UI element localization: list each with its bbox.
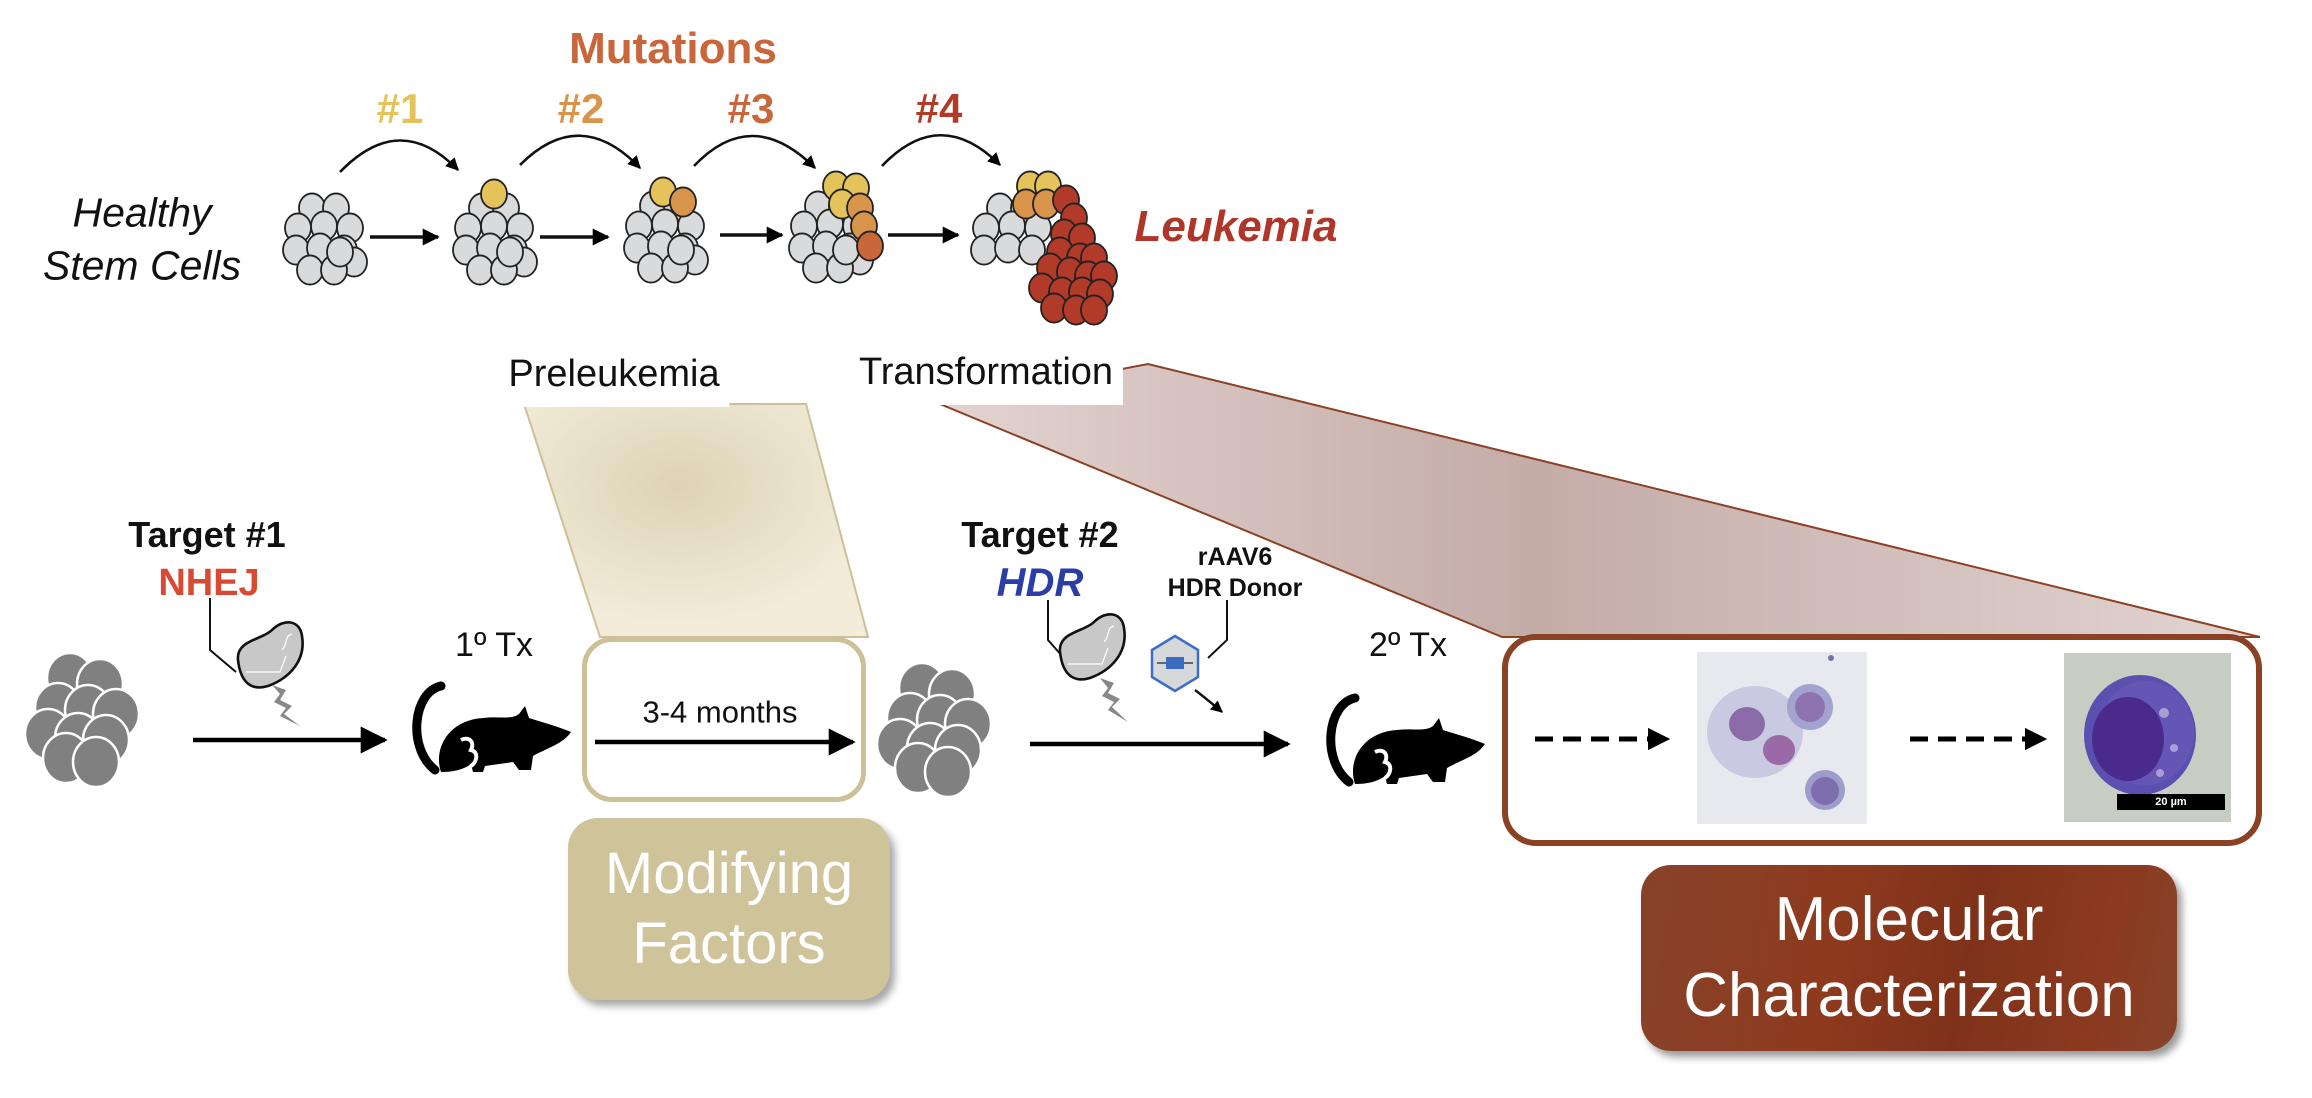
molecular-characterization-box: Molecular Characterization xyxy=(1641,865,2177,1051)
gray-cell-clusters xyxy=(23,651,993,799)
target-2-label: Target #2 xyxy=(961,514,1119,555)
mutation-arc-3 xyxy=(693,134,816,169)
preleukemia-label: Preleukemia xyxy=(498,349,730,407)
molecular-characterization-line2: Characterization xyxy=(1683,961,2135,1030)
lightning-icon-2 xyxy=(1100,678,1128,722)
healthy-stem-cells-label: Healthy Stem Cells xyxy=(43,187,241,294)
cell xyxy=(496,236,524,268)
hdr-donor-label: rAAV6 HDR Donor xyxy=(1168,542,1303,605)
workflow-arrows xyxy=(193,726,1291,758)
nhej-label: NHEJ xyxy=(158,562,260,604)
molecular-characterization-line1: Molecular xyxy=(1774,885,2044,955)
cell xyxy=(1018,234,1046,266)
top-cell-clusters xyxy=(282,170,1118,326)
leukemia-label: Leukemia xyxy=(1134,202,1338,251)
gray-cell xyxy=(71,735,121,789)
cas9-icon-1 xyxy=(209,598,304,689)
transformation-label: Transformation xyxy=(848,347,1124,405)
incubation-box xyxy=(582,637,866,802)
target-1-label: Target #1 xyxy=(128,514,286,555)
modifying-factors-line2: Factors xyxy=(632,911,826,976)
mouse-icon-primary xyxy=(412,681,571,775)
primary-transplant-label: 1º Tx xyxy=(455,626,533,664)
scale-bar: 20 µm xyxy=(2117,794,2225,810)
healthy-label-line1: Healthy xyxy=(72,189,212,236)
aav-capsid-icon xyxy=(1150,600,1228,713)
progression-arrows xyxy=(370,226,960,246)
mutant-cell xyxy=(480,178,508,210)
mutation-label-2: #2 xyxy=(557,85,605,132)
micrograph-blasts xyxy=(1697,652,1867,824)
mutant-cell xyxy=(856,230,884,262)
hdr-label: HDR xyxy=(996,561,1084,605)
mutation-arc-4 xyxy=(881,134,1001,167)
mouse-icon-secondary xyxy=(1326,693,1485,787)
modifying-factors-box: Modifying Factors xyxy=(568,818,890,1000)
healthy-label-line2: Stem Cells xyxy=(42,243,242,289)
lightning-icon-1 xyxy=(272,685,300,726)
donor-line2: HDR Donor xyxy=(1167,574,1303,602)
mutation-arcs xyxy=(339,134,1001,173)
micrograph-leukemic-blast: 20 µm xyxy=(2064,653,2231,822)
secondary-transplant-label: 2º Tx xyxy=(1369,626,1447,664)
mutation-arc-1 xyxy=(339,139,459,173)
incubation-arrow xyxy=(595,728,856,756)
mutation-label-4: #4 xyxy=(915,85,963,132)
gray-cell xyxy=(923,745,973,799)
mutation-label-1: #1 xyxy=(376,85,424,132)
mutations-heading: Mutations xyxy=(569,24,777,73)
donor-line1: rAAV6 xyxy=(1197,542,1273,571)
modifying-factors-line1: Modifying xyxy=(604,841,854,907)
mutation-arc-2 xyxy=(519,134,641,169)
leukemic-cell xyxy=(1080,294,1108,326)
cell xyxy=(667,234,695,266)
mutant-cell xyxy=(669,186,697,218)
mutation-label-3: #3 xyxy=(727,85,775,132)
duration-label: 3-4 months xyxy=(642,694,798,730)
cell xyxy=(326,236,354,268)
cas9-icon-2 xyxy=(1047,600,1126,681)
